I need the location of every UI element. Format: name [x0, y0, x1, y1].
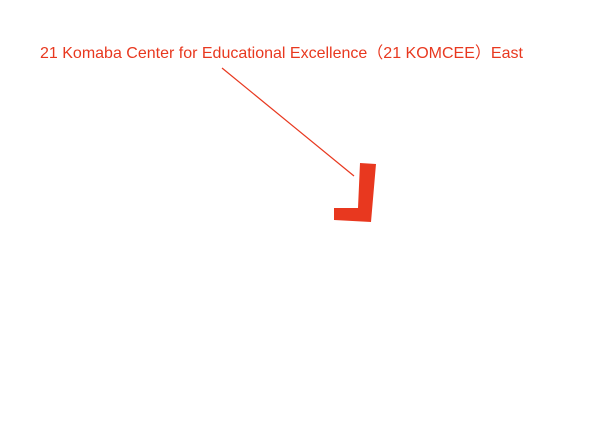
building-footprint-marker	[334, 163, 376, 222]
leader-line	[221, 67, 355, 177]
building-label: 21 Komaba Center for Educational Excelle…	[40, 45, 523, 62]
